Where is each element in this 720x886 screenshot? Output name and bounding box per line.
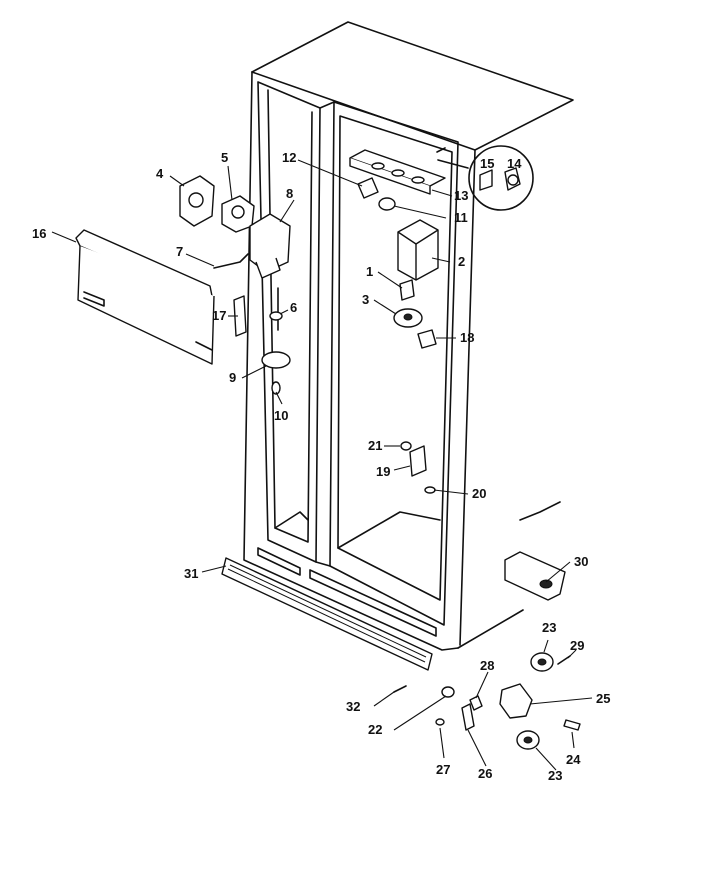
callout-16: 16	[32, 226, 46, 241]
callout-25: 25	[596, 691, 610, 706]
callout-28: 28	[480, 658, 494, 673]
light-shield	[397, 219, 439, 281]
callout-6: 6	[290, 300, 297, 315]
callout-18-fresh-food: 18	[460, 330, 474, 345]
leader-lines	[51, 159, 593, 771]
callout-31: 31	[184, 566, 198, 581]
callout-14: 14	[507, 156, 522, 171]
callout-23-top: 23	[542, 620, 556, 635]
callout-24: 24	[566, 752, 581, 767]
callout-32: 32	[346, 699, 360, 714]
callout-8: 8	[286, 186, 293, 201]
callout-11: 11	[454, 210, 468, 225]
toe-grille	[221, 557, 433, 671]
callout-5: 5	[221, 150, 228, 165]
callout-22: 22	[368, 722, 382, 737]
roller-bracket	[504, 501, 566, 601]
callout-1: 1	[366, 264, 373, 279]
fresh-food-parts	[393, 279, 437, 494]
callout-13: 13	[454, 188, 468, 203]
callout-19: 19	[376, 464, 390, 479]
freezer-cover-panel	[75, 229, 215, 365]
callout-29: 29	[570, 638, 584, 653]
leveling-parts	[393, 652, 581, 750]
callout-4: 4	[156, 166, 164, 181]
callout-9: 9	[229, 370, 236, 385]
callout-2: 2	[458, 254, 465, 269]
callout-20: 20	[472, 486, 486, 501]
cabinet-shell	[243, 21, 574, 651]
callout-10: 10	[274, 408, 288, 423]
control-housing	[349, 145, 534, 211]
callout-12: 12	[282, 150, 296, 165]
callout-23-bottom: 23	[548, 768, 562, 783]
callout-21: 21	[368, 438, 382, 453]
callout-30: 30	[574, 554, 588, 569]
callout-17: 17	[212, 308, 226, 323]
callout-15: 15	[480, 156, 494, 171]
callout-3: 3	[362, 292, 369, 307]
freezer-parts	[179, 175, 291, 395]
callout-labels: 1 2 3 4 5 6 7 8 9 10 11 12 13 14 15 16 1…	[32, 150, 610, 783]
callout-27: 27	[436, 762, 450, 777]
callout-7: 7	[176, 244, 183, 259]
callout-26: 26	[478, 766, 492, 781]
